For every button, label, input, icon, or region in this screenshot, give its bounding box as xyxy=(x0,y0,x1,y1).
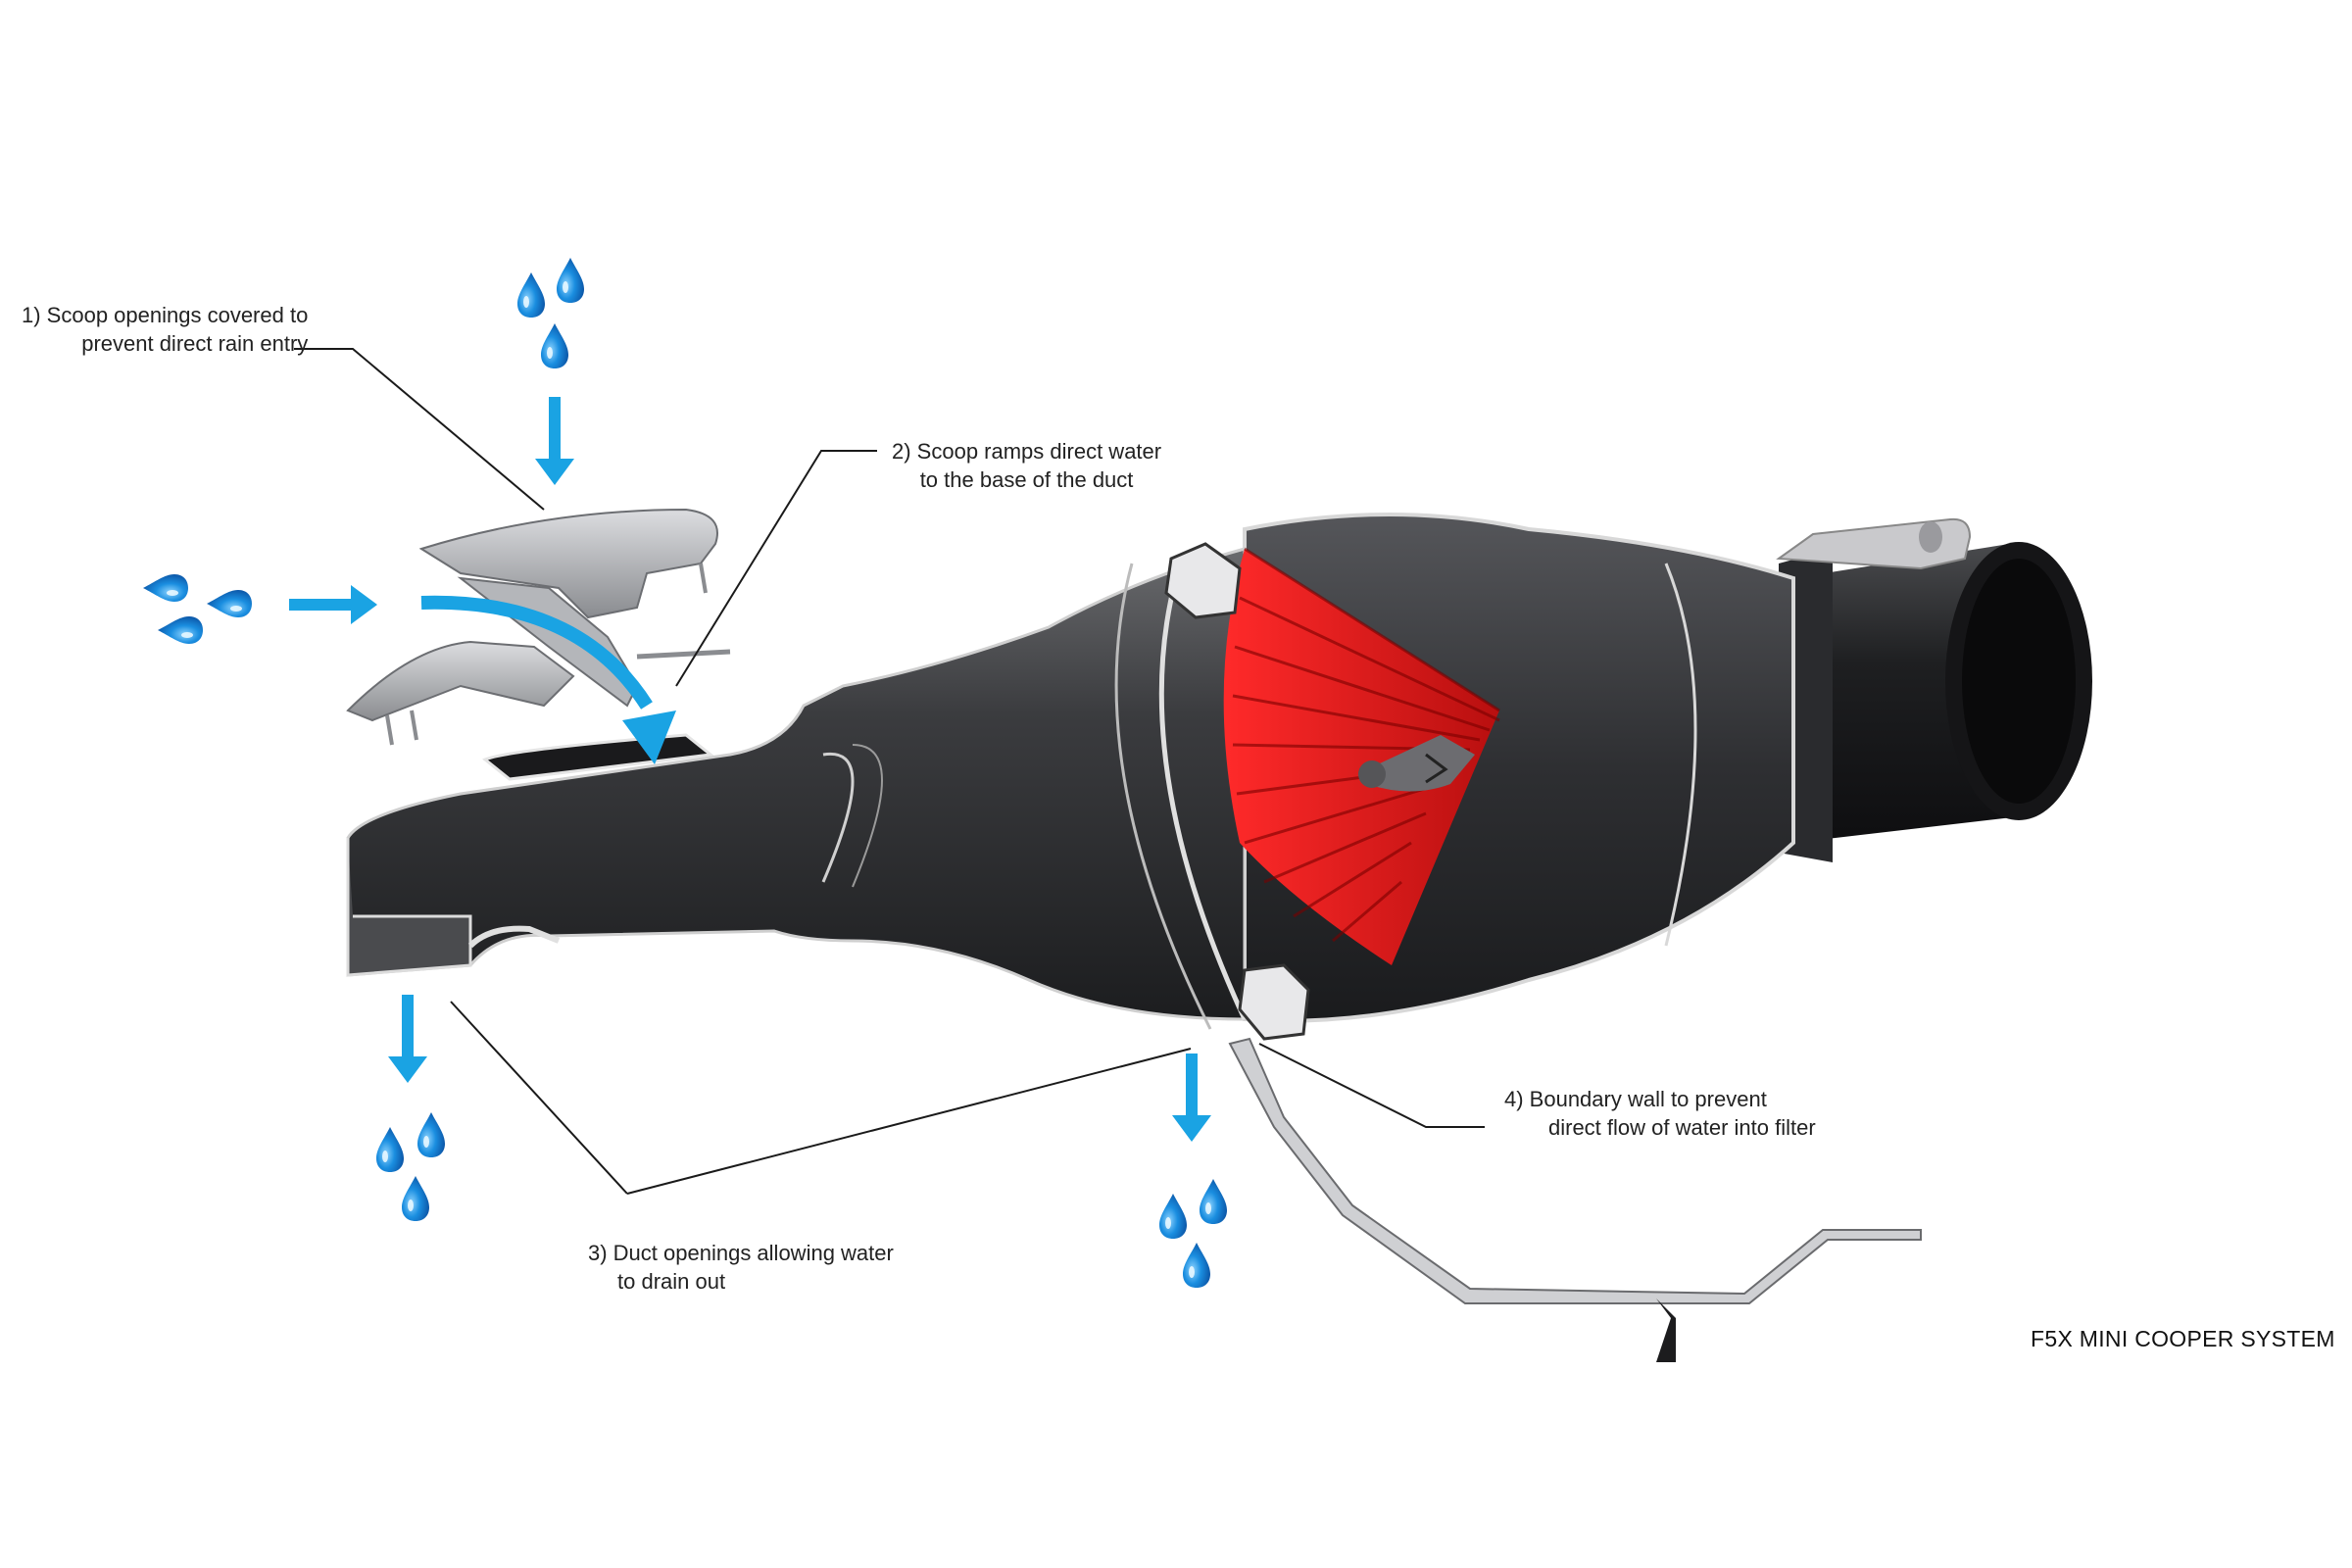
callout-line: to drain out xyxy=(617,1269,726,1294)
callout-line: 3) Duct openings allowing water xyxy=(588,1241,894,1265)
callout-line: prevent direct rain entry xyxy=(81,331,309,356)
water-flow-arrows xyxy=(289,397,1211,1142)
water-drops-bottom-left xyxy=(376,1112,445,1221)
callout-line: 2) Scoop ramps direct water xyxy=(892,439,1162,464)
arrow-curved-ramp xyxy=(420,595,676,764)
water-drops-bottom-right xyxy=(1159,1179,1227,1288)
callout-line: to the base of the duct xyxy=(919,467,1134,492)
callout-scoop-openings: 1) Scoop openings covered to prevent dir… xyxy=(22,301,308,358)
callout-boundary-wall: 4) Boundary wall to prevent direct flow … xyxy=(1504,1085,1816,1142)
arrow-down-right-drain xyxy=(1172,1054,1211,1142)
leader-lines xyxy=(294,348,1485,1195)
outlet-pipe xyxy=(1779,542,2092,862)
filter-cutaway xyxy=(1114,542,1500,1041)
water-drops-top xyxy=(517,258,584,368)
pipe-clamp xyxy=(1776,517,1972,570)
leader-duct-openings xyxy=(450,1001,1192,1195)
leader-boundary-wall xyxy=(1258,1043,1485,1128)
callout-line: 1) Scoop openings covered to xyxy=(22,303,309,327)
arrow-right-left xyxy=(289,585,377,624)
intake-duct xyxy=(346,547,1247,1021)
system-label: F5X MINI COOPER SYSTEM xyxy=(2031,1326,2335,1351)
callout-scoop-ramps: 2) Scoop ramps direct water to the base … xyxy=(892,437,1161,494)
arrow-down-top xyxy=(535,397,574,485)
scoop-cover xyxy=(346,508,731,746)
arrow-down-left-drain xyxy=(388,995,427,1083)
water-drops-left xyxy=(143,574,252,644)
callout-line: 4) Boundary wall to prevent xyxy=(1504,1087,1767,1111)
callout-line: direct flow of water into filter xyxy=(1548,1115,1816,1140)
boundary-wall-bracket xyxy=(1228,1037,1922,1362)
leader-scoop-ramps xyxy=(675,450,877,687)
callout-duct-openings: 3) Duct openings allowing water to drain… xyxy=(588,1239,894,1296)
leader-scoop-openings xyxy=(294,348,545,511)
